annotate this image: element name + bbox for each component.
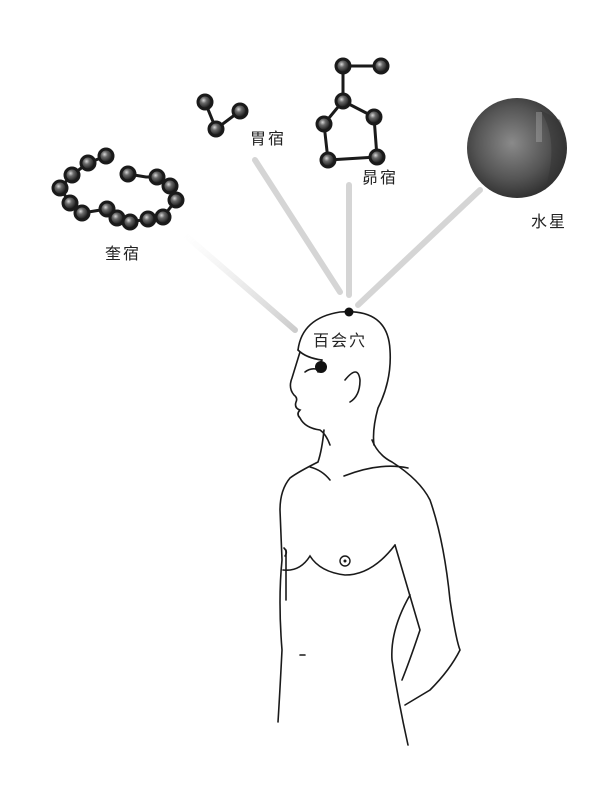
mao-constellation [315,57,390,169]
kui-constellation [51,147,185,231]
baihui-point [344,307,354,317]
label-wei: 胃宿 [250,129,287,148]
temple-point [315,361,327,373]
beam-kui [182,232,298,333]
label-kui: 奎宿 [105,244,142,263]
mercury-planet [467,98,567,198]
beam-mercury [355,187,483,308]
light-beams [182,157,483,333]
human-figure [277,310,461,746]
beam-wei [252,157,343,295]
wei-constellation [196,93,249,138]
label-mercury: 水星 [531,212,568,231]
label-mao: 昴宿 [362,168,399,187]
label-baihui: 百会穴 [313,331,368,350]
nipple-marker [339,555,351,567]
